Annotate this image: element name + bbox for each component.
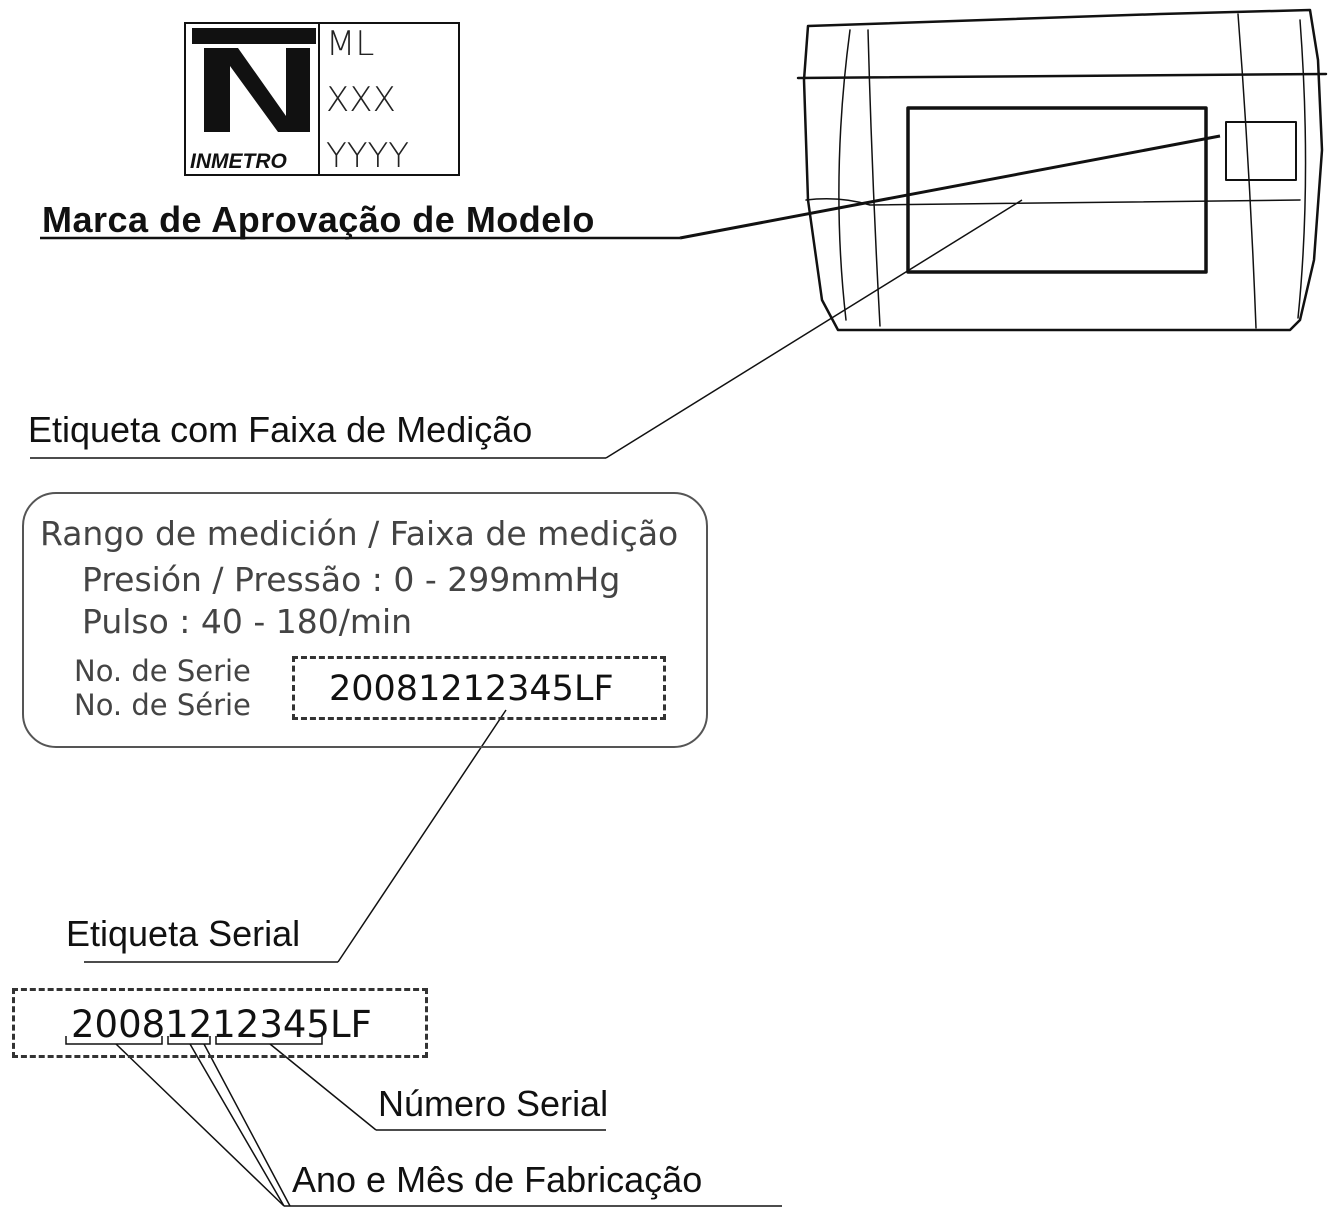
callout-model-approval: Marca de Aprovação de Modelo [42, 199, 595, 240]
code-yyyy: YYYY [326, 136, 410, 176]
inmetro-mark: INMETRO ML XXX YYYY [184, 22, 460, 176]
callout-manufacture-date: Ano e Mês de Fabricação [292, 1159, 703, 1200]
code-xxx: XXX [326, 80, 396, 120]
range-label-card: Rango de medición / Faixa de medição Pre… [22, 492, 708, 748]
callout-serial-number: Número Serial [378, 1083, 609, 1124]
serial-caption-es: No. de Serie [74, 654, 251, 688]
range-heading: Rango de medición / Faixa de medição [40, 514, 679, 553]
inmetro-brand: INMETRO [190, 150, 287, 173]
range-pulse: Pulso : 40 - 180/min [82, 602, 413, 641]
code-ml: ML [326, 24, 375, 64]
serial-example-box: 20081212345LF [12, 988, 428, 1058]
range-serial-value: 20081212345LF [329, 669, 614, 709]
leader-model-approval [40, 134, 1221, 240]
n-logo-icon [192, 28, 316, 132]
range-pressure: Presión / Pressão : 0 - 299mmHg [82, 560, 621, 599]
device-illustration [796, 8, 1328, 332]
callout-serial-label: Etiqueta Serial [66, 913, 301, 954]
serial-example-value: 20081212345LF [71, 1003, 372, 1046]
callout-range-label: Etiqueta com Faixa de Medição [28, 409, 533, 450]
serial-caption-pt: No. de Série [74, 688, 251, 722]
range-serial-box: 20081212345LF [292, 656, 666, 720]
leader-serial-label [84, 709, 507, 963]
inmetro-logo: INMETRO [186, 24, 320, 174]
serial-breakdown-lines [65, 1036, 782, 1207]
leader-range-label [30, 199, 1023, 459]
inmetro-codes: ML XXX YYYY [322, 24, 458, 174]
